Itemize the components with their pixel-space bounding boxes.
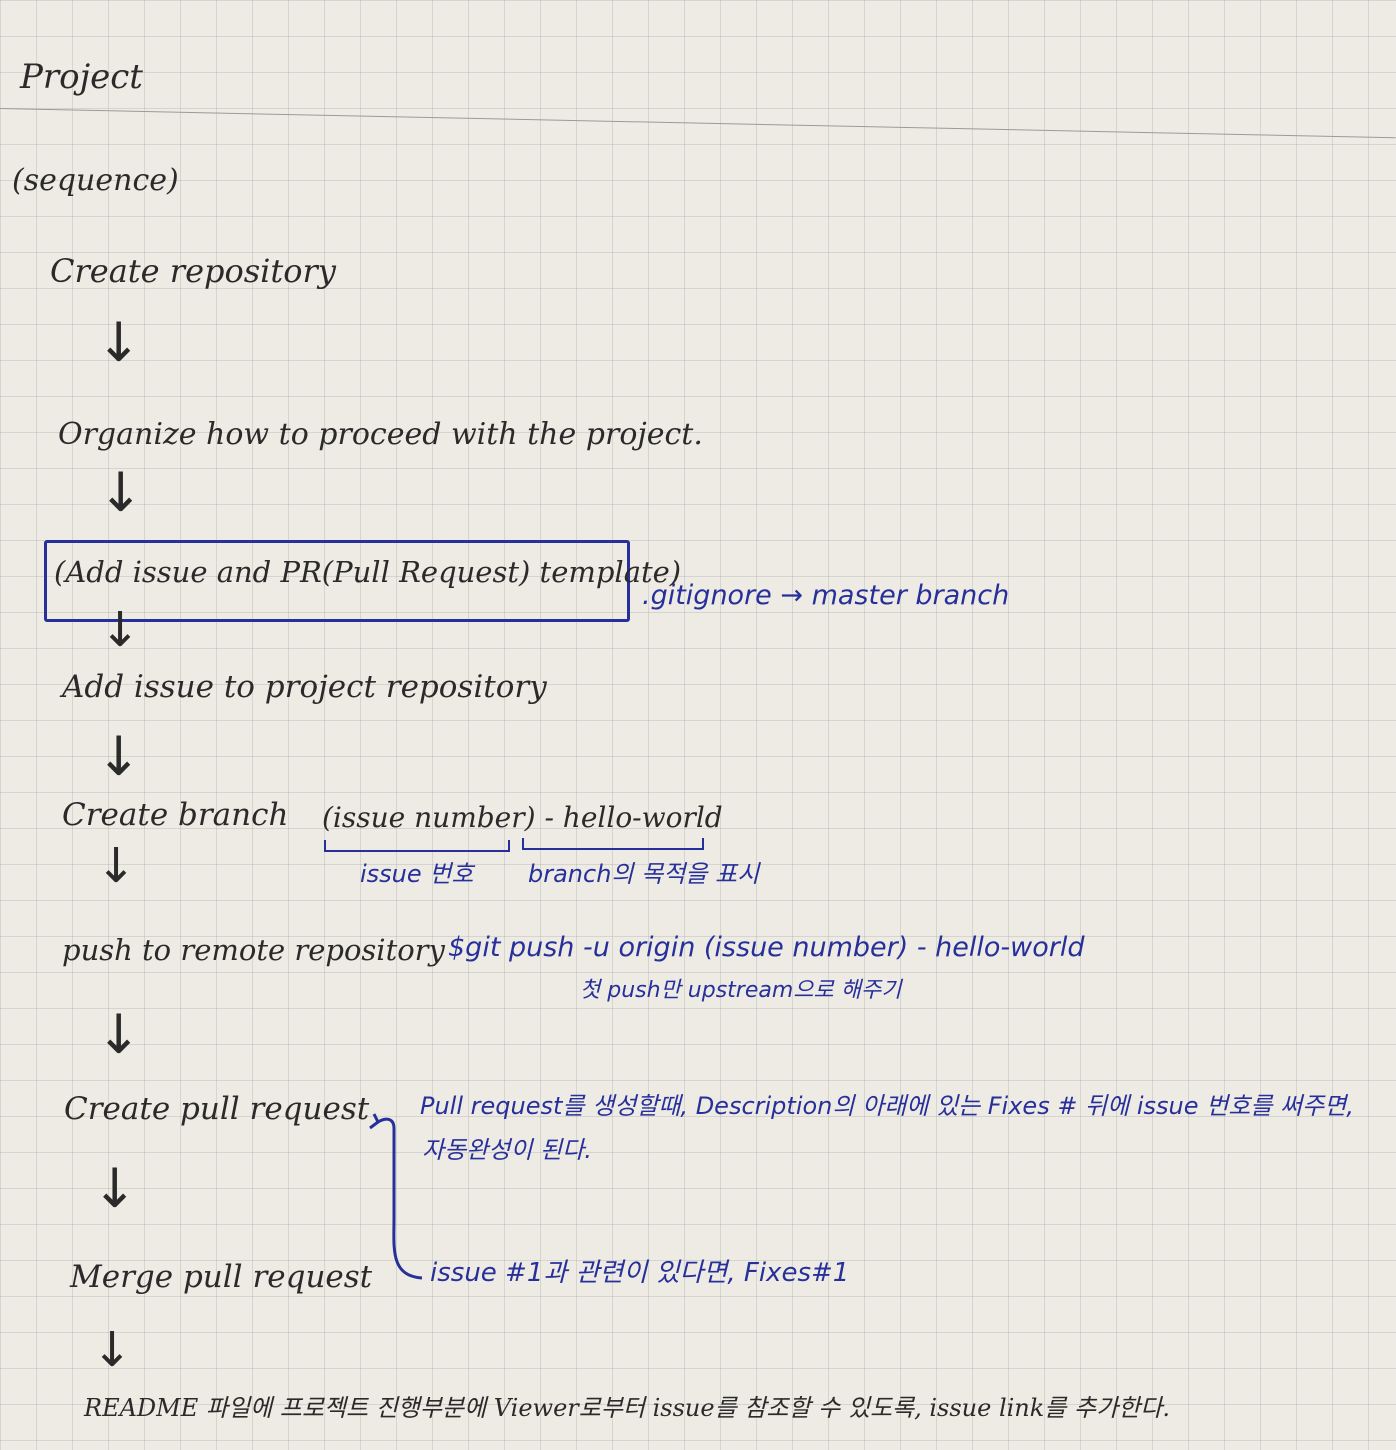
page-title: Project bbox=[20, 57, 143, 97]
push-command: $git push -u origin (issue number) - hel… bbox=[448, 932, 1085, 963]
down-arrow-icon: ↓ bbox=[96, 311, 142, 374]
down-arrow-icon: ↓ bbox=[96, 1003, 142, 1066]
fixes-note: issue #1과 관련이 있다면, Fixes#1 bbox=[430, 1258, 850, 1288]
step-create-pull-request: Create pull request bbox=[64, 1091, 370, 1127]
down-arrow-icon: ↓ bbox=[92, 1322, 133, 1378]
down-arrow-icon: ↓ bbox=[98, 461, 144, 524]
step-create-repository: Create repository bbox=[50, 252, 336, 290]
branch-purpose-label: branch의 목적을 표시 bbox=[528, 860, 760, 888]
down-arrow-icon: ↓ bbox=[92, 1157, 138, 1220]
step-create-branch: Create branch bbox=[62, 797, 289, 833]
gitignore-note: .gitignore → master branch bbox=[642, 580, 1010, 611]
step-readme: README 파일에 프로젝트 진행부분에 Viewer로부터 issue를 참… bbox=[84, 1394, 1170, 1422]
sequence-label: (sequence) bbox=[12, 163, 179, 198]
down-arrow-icon: ↓ bbox=[96, 838, 137, 894]
down-arrow-icon: ↓ bbox=[100, 602, 141, 658]
connector-arrow-icon bbox=[369, 1113, 423, 1280]
pr-description-note: Pull request를 생성할때, Description의 아래에 있는 … bbox=[420, 1092, 1354, 1120]
header-rule bbox=[0, 108, 1396, 139]
down-arrow-icon: ↓ bbox=[96, 725, 142, 788]
step-add-template: (Add issue and PR(Pull Request) template… bbox=[54, 555, 682, 589]
pr-autocomplete-note: 자동완성이 된다. bbox=[422, 1136, 592, 1164]
issue-number-label: issue 번호 bbox=[360, 860, 474, 888]
branch-purpose-bracket bbox=[522, 838, 704, 850]
template-box bbox=[44, 540, 630, 622]
step-merge-pull-request: Merge pull request bbox=[70, 1259, 373, 1295]
step-push-remote: push to remote repository bbox=[62, 933, 445, 967]
step-organize: Organize how to proceed with the project… bbox=[58, 417, 703, 452]
issue-number-bracket bbox=[324, 840, 510, 852]
push-upstream-note: 첫 push만 upstream으로 해주기 bbox=[580, 978, 902, 1003]
step-add-issue: Add issue to project repository bbox=[62, 669, 547, 705]
branch-name-format: (issue number) - hello-world bbox=[322, 801, 723, 834]
